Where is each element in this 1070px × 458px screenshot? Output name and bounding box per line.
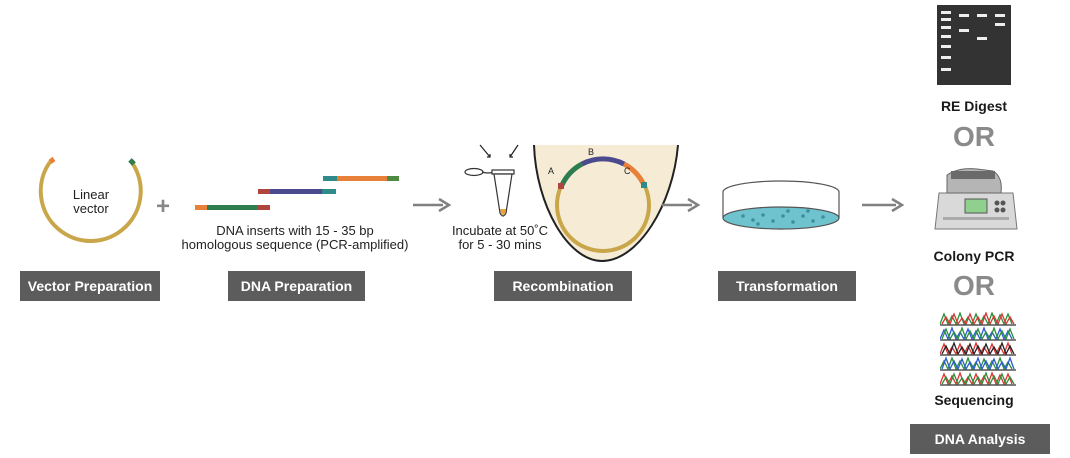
cell-recombination-graphic [528,145,688,263]
or-separator: OR [953,121,995,152]
pcr-machine-icon [933,165,1019,235]
dna-inserts-caption: DNA inserts with 15 - 35 bp homologous s… [181,223,409,252]
incubate-caption: Incubate at 50˚C for 5 - 30 mins [451,223,549,252]
plus-sign: + [156,193,171,220]
pipette-tube-icon [460,143,530,223]
step-dna-preparation: DNA Preparation [228,271,365,301]
step-transformation: Transformation [718,271,856,301]
linear-vector-label: Linear vector [72,187,110,216]
petri-dish-icon [718,178,844,238]
chromatogram-icon [940,312,1016,386]
colony-pcr-label: Colony PCR [933,248,1015,264]
linear-vector-graphic [30,150,150,260]
step-vector-preparation: Vector Preparation [20,271,160,301]
sequencing-label: Sequencing [934,392,1014,408]
or-separator: OR [953,270,995,301]
dna-inserts-graphic [192,172,407,214]
label-b: B [588,147,595,157]
label-a: A [548,166,555,176]
step-dna-analysis: DNA Analysis [910,424,1050,454]
gel-icon [937,5,1011,85]
step-recombination: Recombination [494,271,632,301]
arrow-icon [413,197,451,213]
arrow-icon [662,197,700,213]
label-c: C [624,166,631,176]
re-digest-label: RE Digest [940,98,1008,114]
arrow-icon [862,197,904,213]
